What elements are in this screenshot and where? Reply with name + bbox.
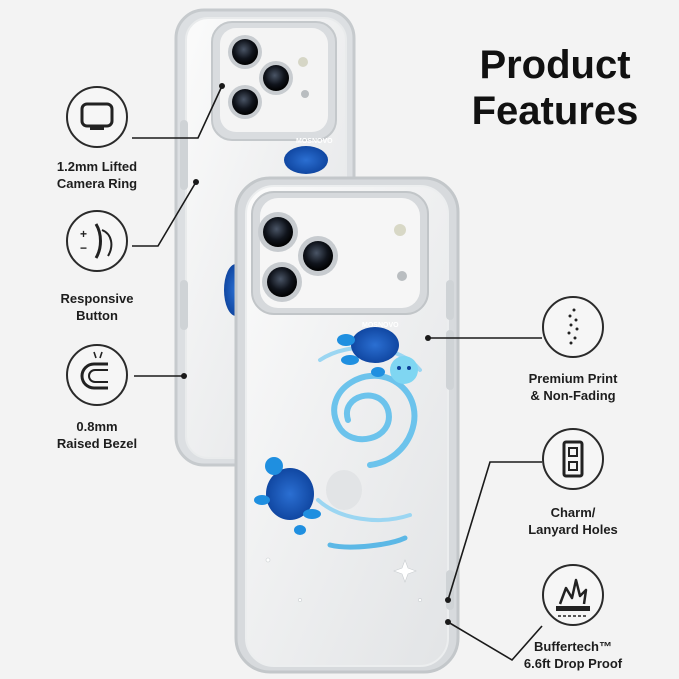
print-label: Premium Print & Non-Fading — [528, 371, 618, 403]
print-icon — [542, 296, 604, 358]
button-icon: +− — [66, 210, 128, 272]
title-line-2: Features — [471, 89, 639, 133]
bezel-icon — [66, 344, 128, 406]
title-line-1: Product — [479, 43, 631, 87]
camera-ring-icon — [66, 86, 128, 148]
lanyard-hole-icon — [542, 428, 604, 490]
turtle-bottom — [254, 457, 321, 535]
lanyard-hole-label: Charm/ Lanyard Holes — [528, 505, 618, 537]
page-title: Product Features — [440, 42, 670, 134]
drop-proof-label: Buffertech™ 6.6ft Drop Proof — [523, 639, 623, 671]
turtle-baby — [390, 356, 418, 384]
bezel-label: 0.8mm Raised Bezel — [56, 419, 138, 451]
button-label: Responsive Button — [60, 291, 134, 323]
svg-text:−: − — [80, 241, 87, 255]
camera-ring-label: 1.2mm Lifted Camera Ring — [56, 159, 138, 191]
turtle-top — [337, 327, 399, 377]
brand-label-back: MOSNOVO — [296, 138, 333, 145]
front-phone — [234, 176, 460, 674]
svg-text:+: + — [80, 227, 87, 241]
brand-label-front: MOSNOVO — [362, 322, 399, 329]
drop-proof-icon — [542, 564, 604, 626]
